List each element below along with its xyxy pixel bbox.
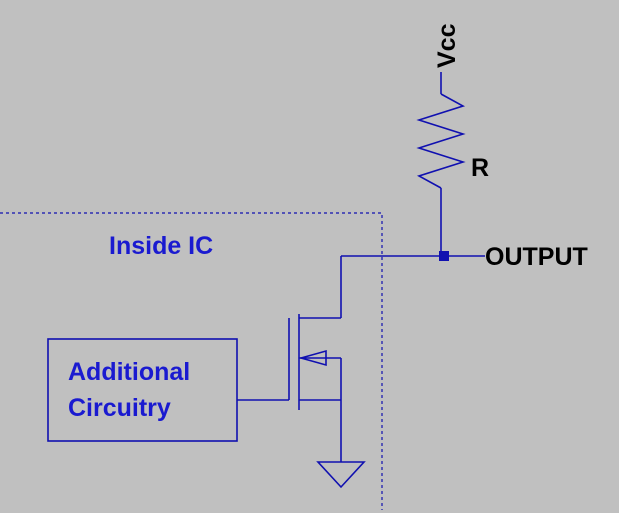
block-label-line1: Additional bbox=[68, 358, 190, 386]
junction-dot bbox=[439, 251, 449, 261]
output-label: OUTPUT bbox=[485, 243, 588, 271]
block-label-line2: Circuitry bbox=[68, 394, 171, 422]
resistor-label: R bbox=[471, 154, 489, 182]
resistor bbox=[416, 72, 466, 256]
nmos-transistor bbox=[237, 256, 342, 462]
ic-boundary bbox=[0, 212, 383, 510]
ic-boundary-label: Inside IC bbox=[109, 232, 213, 260]
output-net bbox=[341, 251, 485, 261]
additional-circuitry-block bbox=[47, 338, 238, 442]
vcc-label: Vcc bbox=[433, 23, 461, 68]
ground-symbol bbox=[316, 461, 366, 489]
